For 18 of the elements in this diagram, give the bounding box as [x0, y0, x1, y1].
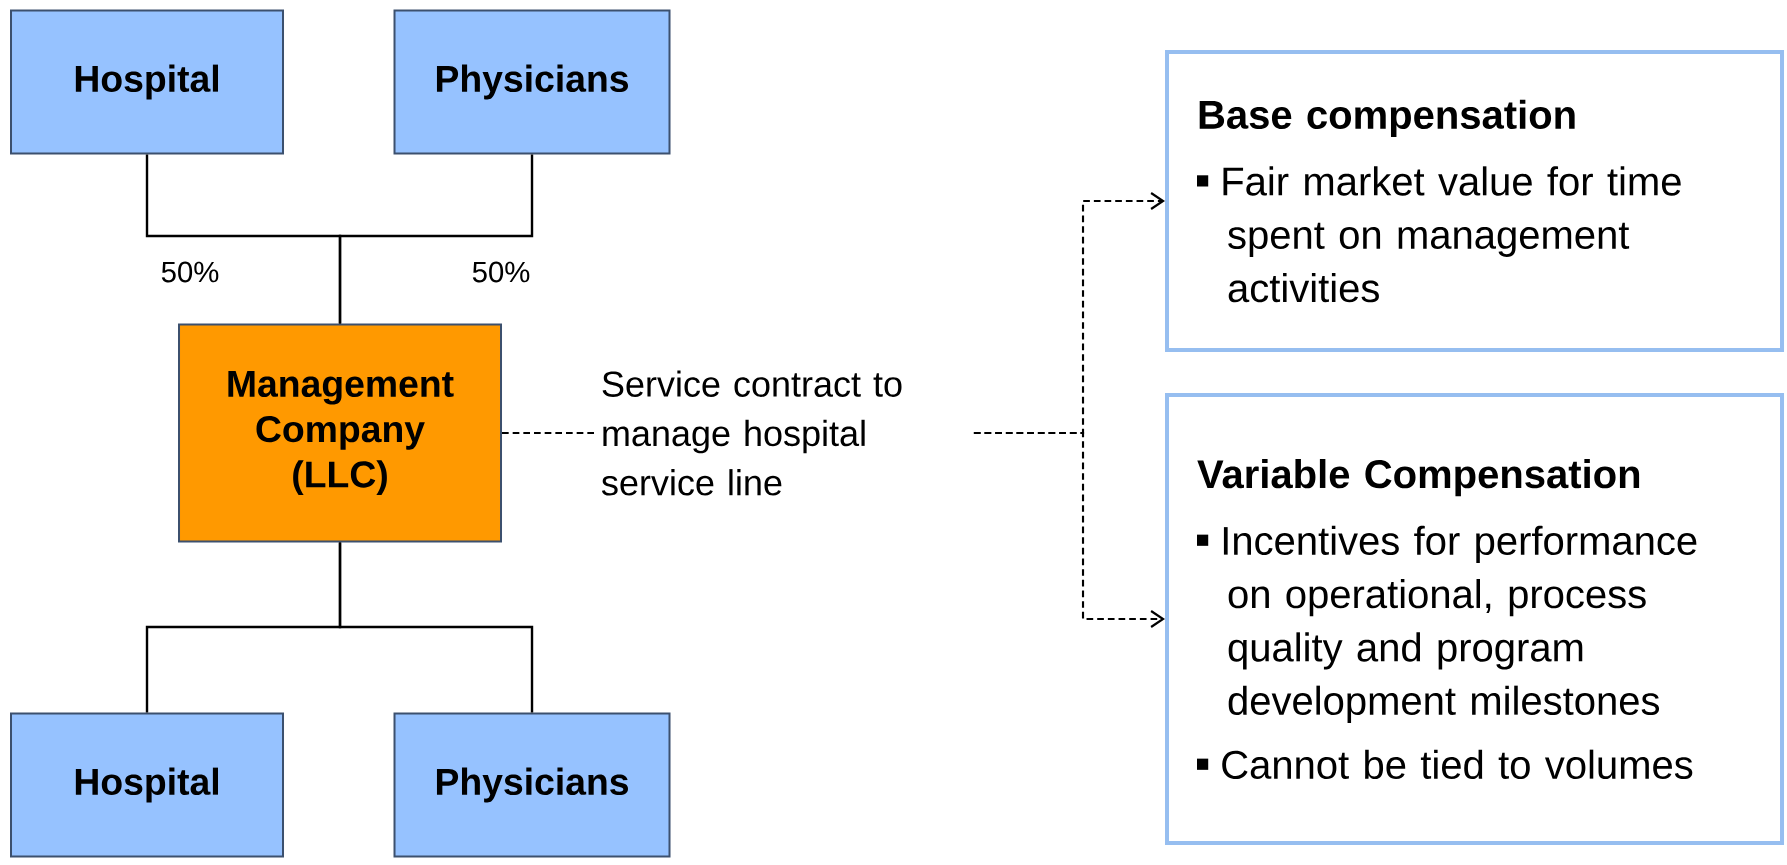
company-box: Management Company (LLC)	[178, 323, 502, 543]
info-box	[1165, 50, 1784, 352]
dashed-arrow	[973, 431, 1165, 628]
bullet-text: Fair market value for time spent on management activities	[1197, 166, 1681, 303]
connector-line	[338, 154, 534, 324]
info-box	[1165, 393, 1784, 845]
entity-box: Hospital	[10, 9, 284, 155]
share-label: 50%	[472, 261, 530, 283]
entity-box: Hospital	[10, 712, 284, 858]
share-label: 50%	[161, 261, 219, 283]
box-heading: Base compensation	[1199, 99, 1575, 137]
entity-box: Physicians	[393, 9, 671, 155]
contract-text: Service contract to manage hospital service line	[601, 370, 902, 496]
connector-line	[338, 542, 534, 713]
bullet-text: Incentives for performance on operational, process quality and program development milestones	[1197, 525, 1697, 723]
box-heading: Variable Compensation	[1197, 459, 1640, 497]
entity-box: Physicians	[393, 712, 671, 858]
bullet-text: Cannot be tied to volumes	[1197, 749, 1693, 780]
